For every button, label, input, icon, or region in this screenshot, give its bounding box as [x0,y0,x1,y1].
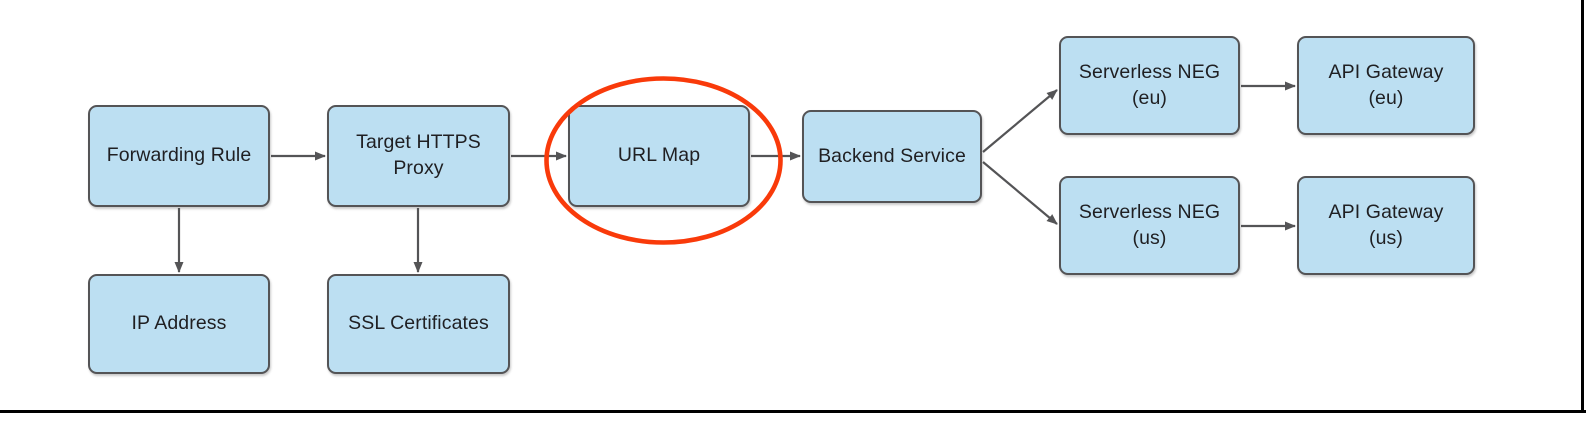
edge-backend-service-to-serverless-neg-us [982,161,1058,225]
node-serverless-neg-us[interactable]: Serverless NEG (us) [1059,176,1240,275]
node-ip-address[interactable]: IP Address [88,274,270,374]
node-serverless-neg-eu[interactable]: Serverless NEG (eu) [1059,36,1240,135]
node-forwarding-rule[interactable]: Forwarding Rule [88,105,270,207]
node-backend-service[interactable]: Backend Service [802,110,982,203]
edge-backend-service-to-serverless-neg-eu [982,89,1058,153]
node-url-map[interactable]: URL Map [568,105,750,207]
page-frame-bottom-line [0,410,1586,413]
node-ssl-certificates[interactable]: SSL Certificates [327,274,510,374]
node-api-gateway-us[interactable]: API Gateway (us) [1297,176,1475,275]
node-api-gateway-eu[interactable]: API Gateway (eu) [1297,36,1475,135]
node-target-https-proxy[interactable]: Target HTTPS Proxy [327,105,510,207]
page-frame-right-line [1581,0,1584,413]
